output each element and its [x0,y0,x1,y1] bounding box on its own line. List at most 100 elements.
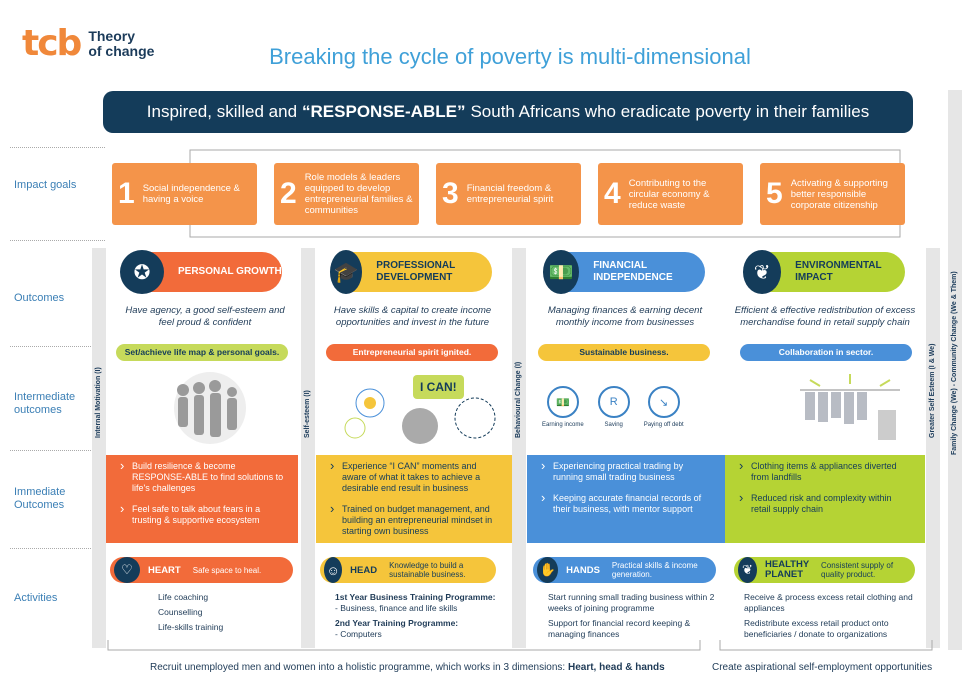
row-label-intermediate: Intermediate outcomes [14,391,76,416]
immediate-item: Trained on budget management, and buildi… [330,503,498,537]
list-item: - Computers [335,629,382,639]
side-label: Self-esteem (I) [304,390,311,438]
outcome-label: PERSONAL GROWTH [178,266,282,277]
footer-left: Recruit unemployed men and women into a … [150,662,710,673]
list-item: 1st Year Business Training Programme: [335,592,496,602]
outcome-environmental-impact: ❦ENVIRONMENTAL IMPACT [743,250,905,294]
outcome-financial-independence: 💵 FINANCIAL INDEPENDENCE [543,250,705,294]
outcome-label: FINANCIAL INDEPENDENCE [593,260,673,283]
tcb-logo-mark: tcb [22,23,82,64]
outcome-desc: Efficient & effective redistribution of … [734,305,916,328]
fin-icon-label: Paying off debt [643,422,684,428]
goal-text: Financial freedom & entrepreneurial spir… [466,183,554,205]
list-item: 2nd Year Training Programme: [335,618,459,628]
outcome-professional-development: 🎓PROFESSIONAL DEVELOPMENT [330,250,492,294]
list-item: Life-skills training [158,622,224,632]
hands-icon: ✋ [537,557,559,583]
side-bar-behavioural-change: Behavioural Change (I) [512,248,526,648]
activity-label: HEART [148,564,181,576]
divider [10,548,105,549]
impact-goal-3: 3 Financial freedom & entrepreneurial spi… [436,163,581,225]
side-bar-family-change: Family Change (We) - Community Change (W… [948,90,962,650]
divider [10,240,105,241]
leaf-icon: ❦ [743,250,782,294]
activity-sub: Practical skills & income generation. [611,561,698,579]
outcome-label: PROFESSIONAL DEVELOPMENT [376,260,456,283]
medal-icon: ✪ [120,250,164,294]
goal-text: Contributing to the circular economy & r… [628,177,710,211]
list-item: Receive & process excess retail clothing… [744,592,913,613]
outcome-desc: Managing finances & earning decent month… [547,305,703,328]
immediate-item: Reduced risk and complexity within retai… [739,492,911,515]
list-item: Start running small trading business wit… [548,592,715,613]
row-label-immediate: Immediate Outcomes [14,486,66,511]
side-label: Behavioural Change (I) [515,361,522,438]
outcome-desc: Have skills & capital to create income o… [333,305,492,328]
goal-text: Activating & supporting better responsib… [790,177,888,211]
list-item: Support for financial record keeping & m… [548,618,691,639]
side-bar-self-esteem: Self-esteem (I) [301,248,315,648]
activity-hands: ✋ HANDS Practical skills & income generati… [533,557,716,583]
heart-icon: ♡ [114,557,140,583]
row-label-outcomes: Outcomes [14,292,65,304]
side-bar-greater-self-esteem: Greater Self Esteem (I & We) [926,248,940,648]
banner-bold: “RESPONSE-ABLE” [302,102,466,121]
fin-icon-label: Saving [604,422,623,428]
immediate-item: Build resilience & become RESPONSE-ABLE … [120,460,284,494]
immediate-outcome-hands: Experiencing practical trading by runnin… [527,455,725,543]
banner-post: South Africans who eradicate poverty in … [470,102,870,121]
divider [10,147,105,148]
row-label-impact: Impact goals [14,179,77,191]
side-label: Family Change (We) - Community Change (W… [951,271,958,455]
list-item: Counselling [158,607,203,617]
activity-label: HEALTHY PLANET [765,559,809,580]
side-bar-internal-motivation: Internal Motivation (I) [92,248,106,648]
intermediate-pill: Sustainable business. [538,344,710,361]
divider [10,346,105,347]
intermediate-pill: Collaboration in sector. [740,344,912,361]
immediate-outcome-planet: Clothing items & appliances diverted fro… [725,455,925,543]
side-label: Internal Motivation (I) [95,367,102,438]
activity-sub: Knowledge to build a sustainable busines… [389,561,466,579]
goal-number: 3 [442,177,459,210]
outcome-desc: Have agency, a good self-esteem and feel… [125,305,285,328]
goal-text: Role models & leaders equipped to develo… [304,172,413,216]
side-label: Greater Self Esteem (I & We) [929,343,936,438]
activity-label: HEAD [350,564,378,576]
fin-icon-label: Earning income [542,422,584,428]
footer-right: Create aspirational self-employment oppo… [712,662,933,673]
activity-list-heart: Life coaching Counselling Life-skills tr… [158,592,298,637]
i-can-bubble: I CAN! [413,375,464,399]
immediate-item: Keeping accurate financial records of th… [541,492,711,515]
leaf-icon: ❦ [738,557,758,583]
footer-left-text: Recruit unemployed men and women into a … [150,662,566,673]
vision-banner: Inspired, skilled and“RESPONSE-ABLE”Sout… [103,91,913,133]
immediate-item: Experience “I CAN” moments and aware of … [330,460,498,494]
footer-bracket [107,640,933,651]
logo-line1: Theory [88,28,136,44]
row-label-activities: Activities [14,592,58,604]
outcome-personal-growth: ✪ PERSONAL GROWTH [120,250,282,294]
immediate-item: Clothing items & appliances diverted fro… [739,460,911,483]
saving-icon: R [597,386,630,418]
activity-sub: Safe space to heal. [192,565,262,575]
goal-number: 5 [766,177,783,210]
money-icon: 💵 [543,250,580,294]
activity-label: HANDS [566,564,600,576]
immediate-outcome-heart: Build resilience & become RESPONSE-ABLE … [106,455,298,543]
footer-left-bold: Heart, head & hands [567,662,665,673]
list-item: Life coaching [158,592,209,602]
list-item: Redistribute excess retail product onto … [744,618,889,639]
connector-lines [189,149,901,238]
intermediate-pill: Set/achieve life map & personal goals. [116,344,288,361]
divider [10,450,105,451]
logo-line2: of change [88,43,155,59]
immediate-item: Experiencing practical trading by runnin… [541,460,711,483]
activity-list-head: 1st Year Business Training Programme: - … [335,592,515,644]
page-title: Breaking the cycle of poverty is multi-d… [269,44,751,69]
goal-number: 4 [604,177,621,210]
